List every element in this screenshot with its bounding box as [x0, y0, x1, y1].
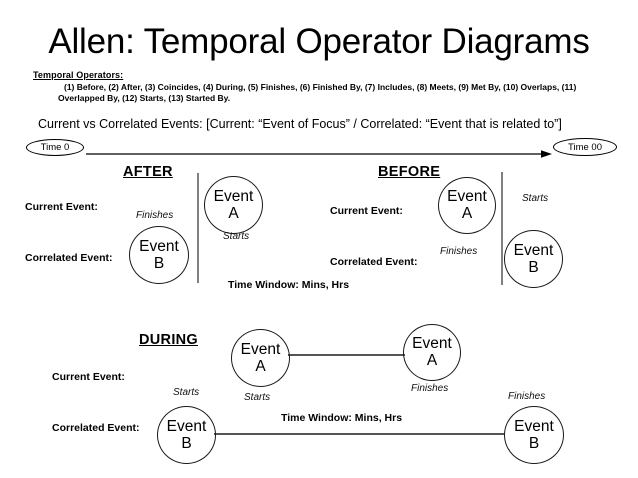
during-event-a-start-line1: Event: [240, 340, 281, 358]
during-event-b-connector: [214, 433, 505, 435]
after-relation-finishes: Finishes: [136, 210, 174, 221]
after-relation-starts: Starts: [223, 231, 250, 242]
during-event-b-start-node: Event B: [157, 406, 216, 464]
during-relation-starts-left: Starts: [173, 387, 200, 398]
during-relation-finishes-mid: Finishes: [411, 383, 449, 394]
section-heading-during: DURING: [139, 332, 198, 348]
before-event-b-line1: Event: [513, 241, 554, 259]
time-window-caption-bottom: Time Window: Mins, Hrs: [281, 412, 403, 424]
after-correlated-event-label: Correlated Event:: [25, 252, 113, 264]
before-current-event-label: Current Event:: [330, 205, 403, 217]
after-event-b-line2: B: [153, 254, 165, 272]
page-title: Allen: Temporal Operator Diagrams: [48, 22, 590, 61]
after-event-a-node: Event A: [204, 176, 263, 234]
timeline-arrow-icon: [86, 146, 552, 158]
during-correlated-event-label: Correlated Event:: [52, 422, 140, 434]
before-time-divider: [501, 172, 503, 285]
before-event-a-node: Event A: [438, 177, 496, 234]
during-event-b-end-line2: B: [528, 434, 540, 452]
during-event-a-connector: [288, 354, 405, 356]
during-relation-finishes-right: Finishes: [508, 391, 546, 402]
before-relation-starts: Starts: [522, 193, 549, 204]
before-event-b-line2: B: [528, 258, 539, 276]
during-event-a-start-line2: A: [255, 357, 266, 375]
during-event-b-start-line1: Event: [166, 417, 207, 435]
after-time-divider: [197, 173, 199, 283]
time-window-caption-top: Time Window: Mins, Hrs: [228, 279, 350, 291]
temporal-operators-list: (1) Before, (2) After, (3) Coincides, (4…: [58, 82, 577, 103]
during-current-event-label: Current Event:: [52, 371, 125, 383]
before-relation-finishes: Finishes: [440, 246, 478, 257]
after-event-b-node: Event B: [129, 226, 189, 284]
after-event-a-line1: Event: [213, 187, 254, 205]
during-event-a-end-line2: A: [426, 352, 438, 369]
during-event-b-end-line1: Event: [514, 417, 554, 435]
after-current-event-label: Current Event:: [25, 201, 98, 213]
during-event-a-end-line1: Event: [412, 335, 452, 352]
before-correlated-event-label: Correlated Event:: [330, 256, 418, 268]
after-event-b-line1: Event: [139, 237, 179, 255]
before-event-b-node: Event B: [504, 230, 563, 288]
before-event-a-line1: Event: [447, 188, 487, 205]
during-event-a-start-node: Event A: [231, 329, 290, 387]
section-heading-after: AFTER: [123, 164, 173, 180]
section-heading-before: BEFORE: [378, 164, 441, 180]
during-event-a-end-node: Event A: [403, 324, 461, 381]
before-event-a-line2: A: [461, 205, 473, 222]
during-event-b-end-node: Event B: [504, 406, 564, 464]
after-event-a-line2: A: [228, 204, 239, 222]
during-relation-starts-mid: Starts: [244, 392, 271, 403]
time-end-marker: Time 00: [553, 138, 617, 156]
time-zero-marker: Time 0: [26, 139, 84, 156]
current-vs-correlated-note: Current vs Correlated Events: [Current: …: [38, 117, 562, 131]
temporal-operators-heading: Temporal Operators:: [33, 70, 124, 80]
during-event-b-start-line2: B: [181, 434, 192, 452]
